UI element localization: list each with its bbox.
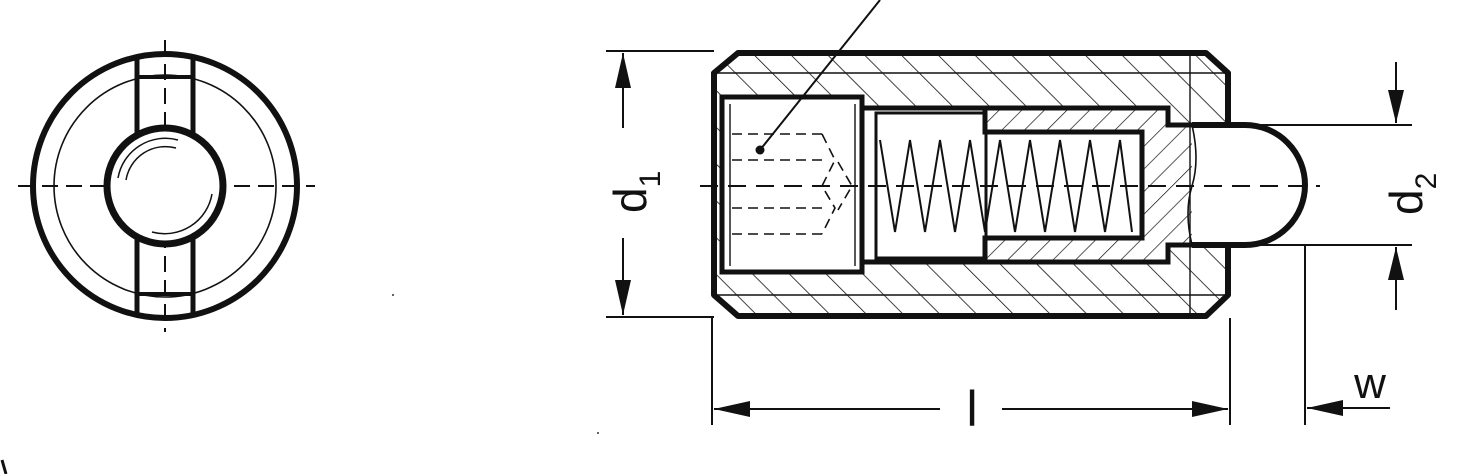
d2-label-main: d xyxy=(1380,189,1432,215)
section-view xyxy=(700,0,1320,319)
end-view xyxy=(18,40,315,332)
dimension-length: l xyxy=(711,318,1231,437)
stroke-label: w xyxy=(1353,359,1386,408)
d1-label-main: d xyxy=(604,187,656,213)
d2-label: d2 xyxy=(1380,173,1443,215)
d1-label: d1 xyxy=(604,171,667,213)
hex-socket-hidden-lines xyxy=(732,133,853,235)
end-view-ball-highlight xyxy=(117,137,179,179)
dimension-d1: d1 xyxy=(604,50,714,318)
d1-label-sub: 1 xyxy=(634,171,667,188)
d2-label-sub: 2 xyxy=(1410,173,1443,190)
dimension-d2: d2 xyxy=(1245,62,1443,310)
leader-dot xyxy=(755,145,765,155)
length-label: l xyxy=(966,381,977,437)
end-view-ball xyxy=(103,124,227,248)
sleeve-outline xyxy=(711,50,1231,319)
spring xyxy=(879,139,1133,233)
dimension-stroke: w xyxy=(1304,245,1390,425)
end-view-outer-circle xyxy=(30,51,300,321)
leader-line xyxy=(759,0,881,151)
plunger-outline xyxy=(982,108,1145,262)
set-screw xyxy=(719,94,865,275)
